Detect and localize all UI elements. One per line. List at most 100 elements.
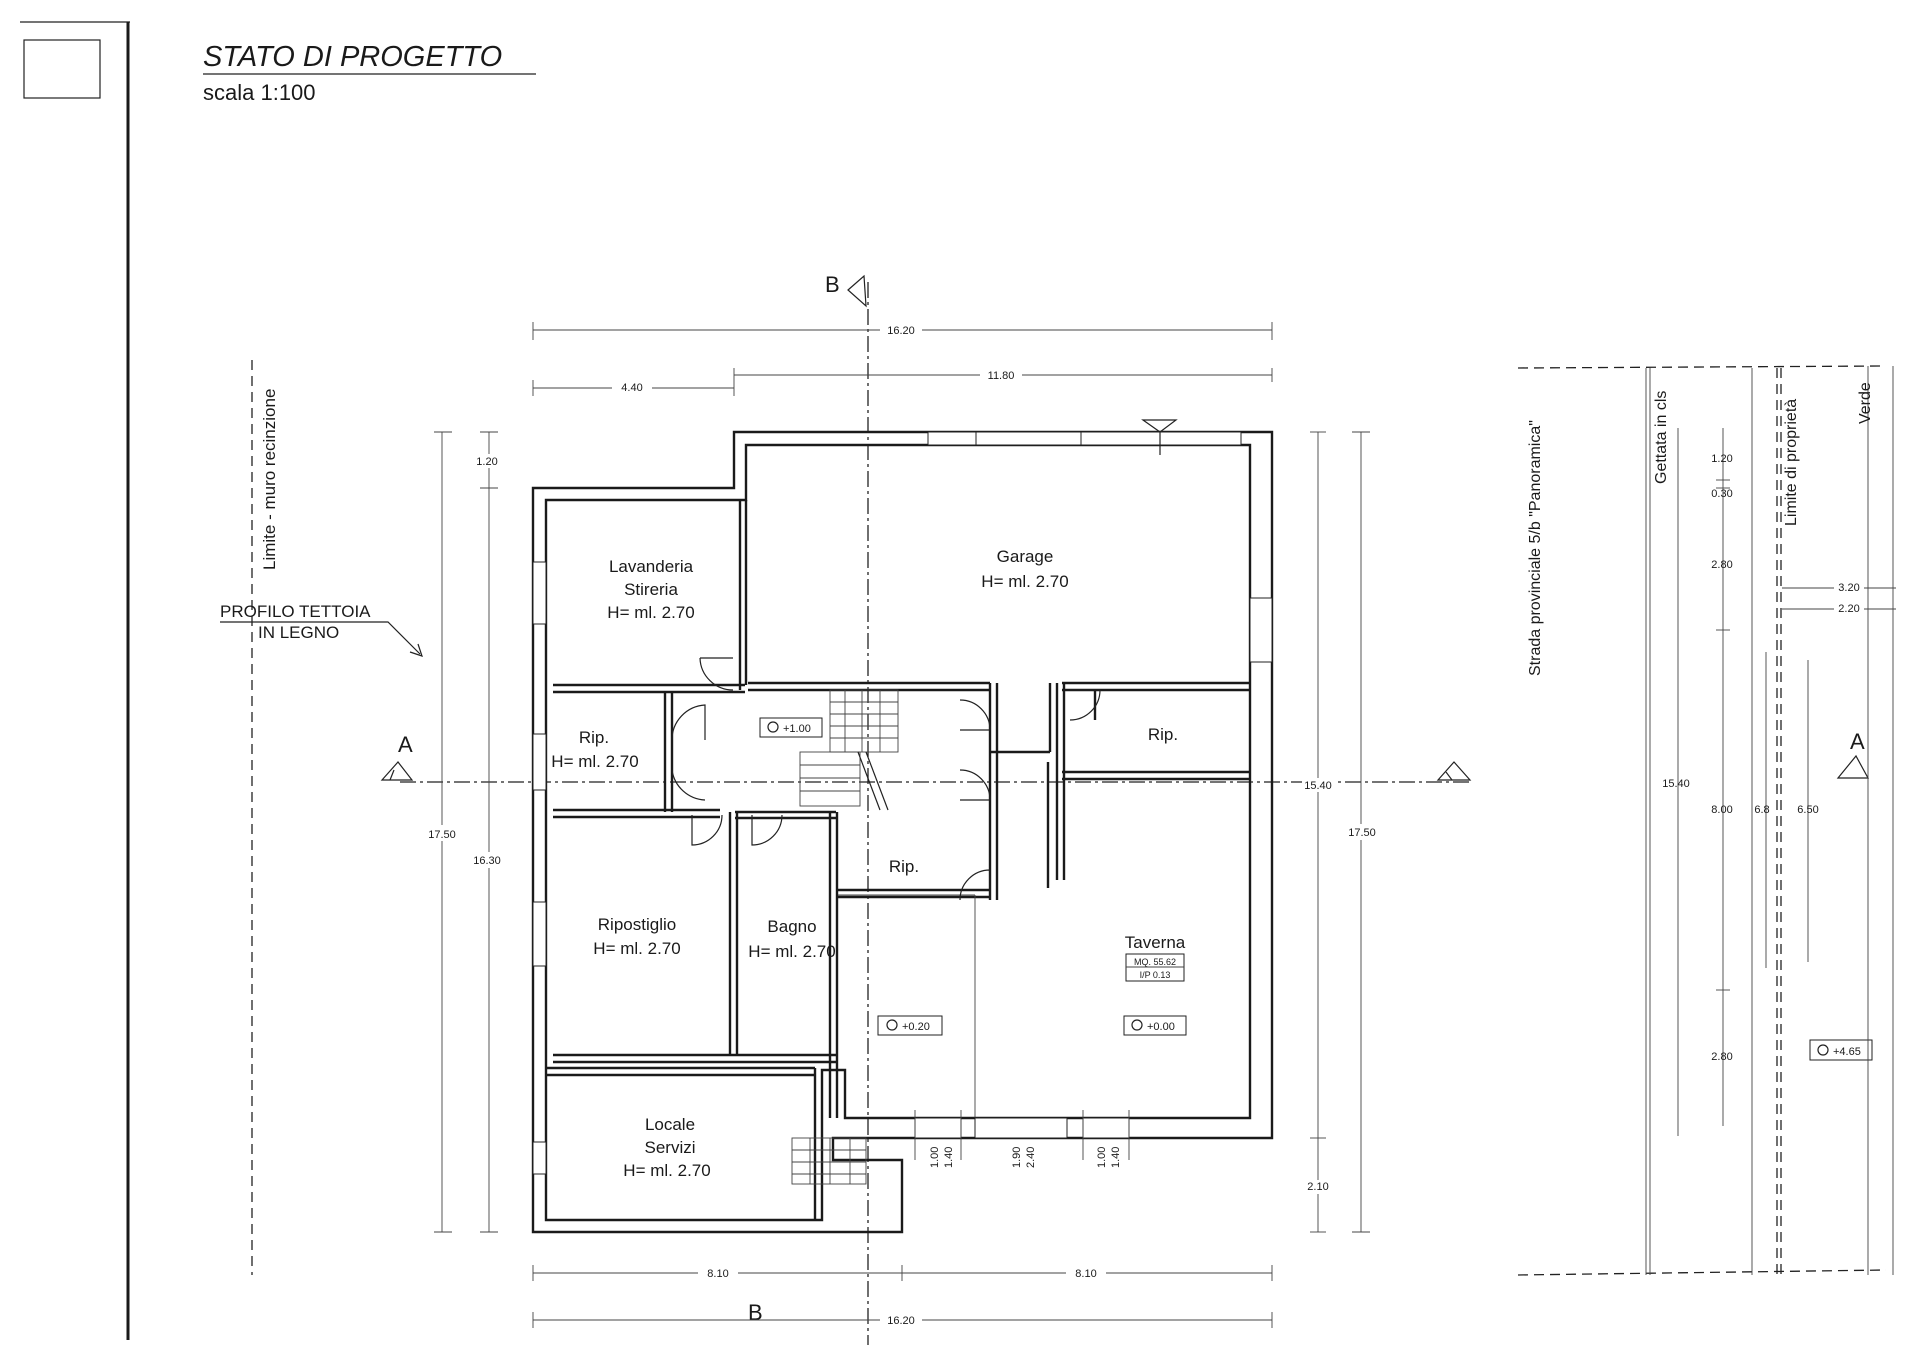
svg-text:A: A xyxy=(1850,729,1865,754)
sheet-border xyxy=(20,21,130,1340)
svg-text:MQ. 55.62: MQ. 55.62 xyxy=(1134,957,1176,967)
svg-text:Lavanderia: Lavanderia xyxy=(609,557,694,576)
section-arrow-icon xyxy=(1836,754,1870,779)
section-marker-b-top: B xyxy=(825,272,867,308)
svg-text:H= ml. 2.70: H= ml. 2.70 xyxy=(981,572,1068,591)
section-marker-b-bottom: B xyxy=(748,1300,763,1325)
svg-text:1.90: 1.90 xyxy=(1011,1147,1023,1168)
svg-text:1.00: 1.00 xyxy=(1096,1147,1108,1168)
svg-text:1.00: 1.00 xyxy=(929,1147,941,1168)
road-dimensions: 15.40 1.20 0.30 2.80 8.00 2.80 6.8 6.50 … xyxy=(1662,428,1896,1136)
svg-text:Ripostiglio: Ripostiglio xyxy=(598,915,676,934)
svg-text:H= ml. 2.70: H= ml. 2.70 xyxy=(607,603,694,622)
svg-text:17.50: 17.50 xyxy=(428,829,456,841)
svg-text:Rip.: Rip. xyxy=(579,728,609,747)
svg-text:16.20: 16.20 xyxy=(887,325,915,337)
svg-text:2.40: 2.40 xyxy=(1025,1147,1037,1168)
level-marker-icon xyxy=(1131,1019,1143,1031)
svg-text:+0.20: +0.20 xyxy=(902,1021,930,1033)
svg-text:2.80: 2.80 xyxy=(1711,1051,1732,1063)
property-boundary-label: Limite di proprietà xyxy=(1783,399,1800,526)
section-arrow-icon xyxy=(380,761,414,781)
svg-text:6.8: 6.8 xyxy=(1754,804,1769,816)
road-label: Strada provinciale 5/b "Panoramica" xyxy=(1527,420,1544,676)
svg-text:I/P 0.13: I/P 0.13 xyxy=(1140,970,1171,980)
svg-text:1.20: 1.20 xyxy=(476,456,497,468)
svg-text:Garage: Garage xyxy=(997,547,1054,566)
svg-text:2.10: 2.10 xyxy=(1307,1181,1328,1193)
svg-text:H= ml. 2.70: H= ml. 2.70 xyxy=(623,1161,710,1180)
level-tag-100: +1.00 xyxy=(759,717,823,738)
svg-text:Taverna: Taverna xyxy=(1125,933,1186,952)
svg-text:+0.00: +0.00 xyxy=(1147,1021,1175,1033)
road-strip xyxy=(1517,365,1894,1276)
room-lavanderia: Lavanderia Stireria H= ml. 2.70 xyxy=(607,557,694,622)
svg-text:+1.00: +1.00 xyxy=(783,723,811,735)
svg-text:8.10: 8.10 xyxy=(707,1268,728,1280)
svg-text:Servizi: Servizi xyxy=(644,1138,695,1157)
svg-text:2.80: 2.80 xyxy=(1711,559,1732,571)
canopy-profile-label-2: IN LEGNO xyxy=(258,623,339,642)
svg-text:1.20: 1.20 xyxy=(1711,453,1732,465)
doors xyxy=(671,419,1178,901)
svg-text:1.40: 1.40 xyxy=(943,1147,955,1168)
canopy-profile-leader xyxy=(220,621,421,655)
room-taverna: Taverna MQ. 55.62 I/P 0.13 xyxy=(1125,933,1186,982)
canopy-profile-label-1: PROFILO TETTOIA xyxy=(220,602,371,621)
room-rip-right: Rip. xyxy=(1148,725,1178,744)
level-tag-020: +0.20 xyxy=(877,1015,943,1036)
svg-text:Locale: Locale xyxy=(645,1115,695,1134)
section-marker-a-left: A xyxy=(380,732,414,781)
svg-text:+4.65: +4.65 xyxy=(1833,1046,1861,1058)
room-rip-left: Rip. H= ml. 2.70 xyxy=(551,728,638,771)
svg-text:4.40: 4.40 xyxy=(621,382,642,394)
drawing-title: STATO DI PROGETTO xyxy=(203,41,502,73)
svg-text:15.40: 15.40 xyxy=(1304,780,1332,792)
dimensions-right: 15.40 2.10 17.50 xyxy=(1302,431,1380,1233)
svg-text:Bagno: Bagno xyxy=(767,917,816,936)
level-tag-465: +4.65 xyxy=(1809,1039,1873,1061)
dimensions-top: 16.20 4.40 11.80 xyxy=(532,322,1273,396)
svg-text:0.30: 0.30 xyxy=(1711,488,1732,500)
svg-text:6.50: 6.50 xyxy=(1797,804,1818,816)
svg-text:15.40: 15.40 xyxy=(1662,778,1690,790)
svg-text:8.00: 8.00 xyxy=(1711,804,1732,816)
svg-text:Stireria: Stireria xyxy=(624,580,678,599)
room-rip-mid: Rip. xyxy=(889,857,919,876)
room-ripostiglio: Ripostiglio H= ml. 2.70 xyxy=(593,915,680,958)
fence-boundary-label: Limite - muro recinzione xyxy=(260,389,279,570)
staircase xyxy=(791,689,899,1185)
section-marker-a-mid xyxy=(1436,761,1472,781)
svg-text:16.20: 16.20 xyxy=(887,1315,915,1327)
svg-text:H= ml. 2.70: H= ml. 2.70 xyxy=(748,942,835,961)
section-arrow-icon xyxy=(847,274,867,308)
room-garage: Garage H= ml. 2.70 xyxy=(981,547,1068,591)
room-bagno: Bagno H= ml. 2.70 xyxy=(748,917,835,961)
building-walls xyxy=(531,430,1274,1234)
svg-text:8.10: 8.10 xyxy=(1075,1268,1096,1280)
svg-text:H= ml. 2.70: H= ml. 2.70 xyxy=(551,752,638,771)
window-dimensions: 1.00 1.40 1.90 2.40 1.00 1.40 xyxy=(914,1110,1130,1168)
concrete-casting-label: Gettata in cls xyxy=(1653,391,1670,484)
section-arrow-icon xyxy=(1436,761,1472,781)
svg-text:17.50: 17.50 xyxy=(1348,827,1376,839)
section-marker-a-right: A xyxy=(1836,729,1870,779)
svg-text:11.80: 11.80 xyxy=(988,370,1015,382)
svg-text:3.20: 3.20 xyxy=(1838,582,1859,594)
svg-text:16.30: 16.30 xyxy=(473,855,501,867)
room-locale-servizi: Locale Servizi H= ml. 2.70 xyxy=(623,1115,710,1180)
canopy-arrow-icon xyxy=(409,643,423,657)
level-marker-icon xyxy=(886,1019,898,1031)
level-marker-icon xyxy=(767,721,779,733)
svg-text:A: A xyxy=(398,732,413,757)
windows xyxy=(532,431,1273,1175)
dimensions-bottom: 8.10 8.10 16.20 xyxy=(532,1265,1273,1328)
svg-text:1.40: 1.40 xyxy=(1110,1147,1122,1168)
svg-text:H= ml. 2.70: H= ml. 2.70 xyxy=(593,939,680,958)
level-marker-icon xyxy=(1817,1044,1829,1056)
level-tag-000: +0.00 xyxy=(1123,1015,1187,1036)
svg-text:B: B xyxy=(825,272,840,297)
svg-text:2.20: 2.20 xyxy=(1838,603,1859,615)
